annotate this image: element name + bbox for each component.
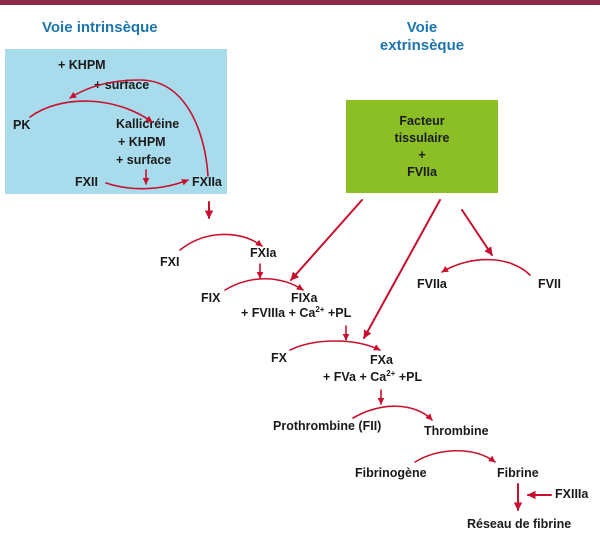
kallikrein-label: Kallicréine xyxy=(116,117,180,131)
arrow-tissue-factor-to-fixa xyxy=(290,199,363,281)
khpm-mid-label: + KHPM xyxy=(118,135,166,149)
tissue-factor-plus: + xyxy=(418,147,426,162)
fixa-label: FIXa xyxy=(291,291,318,305)
calcium-charge-2: 2+ xyxy=(386,369,396,378)
fx-cofactors-text: + FVa + Ca xyxy=(323,370,387,384)
fxi-label: FXI xyxy=(160,255,180,269)
arc-fix-to-fixa xyxy=(224,277,304,291)
calcium-charge: 2+ xyxy=(315,305,325,314)
fix-cofactors-label: + FVIIIa + Ca2+ +PL xyxy=(241,305,352,320)
fxa-label: FXa xyxy=(370,353,393,367)
surface-top-label: + surface xyxy=(94,78,150,92)
fxiiia-label: FXIIIa xyxy=(555,487,589,501)
arc-prothrombin-to-thrombin xyxy=(352,405,433,421)
fxiia-label: FXIIa xyxy=(192,175,222,189)
arc-fxi-to-fxia xyxy=(179,233,263,251)
extrinsic-title-line2: extrinsèque xyxy=(379,37,465,54)
fxia-label: FXIa xyxy=(250,246,277,260)
fibrin-label: Fibrine xyxy=(497,466,539,480)
tissue-factor-line2: tissulaire xyxy=(394,130,450,145)
arrow-tissue-factor-to-fxa xyxy=(363,199,441,339)
tissue-factor-fviia: FVIIa xyxy=(407,164,437,179)
fix-cofactors-text: + FVIIIa + Ca xyxy=(241,306,316,320)
khpm-top-label: + KHPM xyxy=(58,58,106,72)
fix-label: FIX xyxy=(201,291,221,305)
fx-cofactors-label: + FVa + Ca2+ +PL xyxy=(323,369,423,384)
extrinsic-box-text: Facteur tissulaire + FVIIa xyxy=(346,113,498,181)
prothrombin-label: Prothrombine (FII) xyxy=(273,419,382,433)
thrombin-label: Thrombine xyxy=(424,424,489,438)
extrinsic-title-line1: Voie xyxy=(406,19,438,36)
fxii-label: FXII xyxy=(75,175,98,189)
surface-mid-label: + surface xyxy=(116,153,172,167)
arrow-tissue-factor-to-fvii xyxy=(461,209,493,256)
arc-fxiia-to-surface xyxy=(69,79,209,177)
intrinsic-pathway-title: Voie intrinsèque xyxy=(42,19,158,36)
fviia-label: FVIIa xyxy=(417,277,447,291)
fvii-label: FVII xyxy=(538,277,561,291)
arc-pk-to-kallikrein xyxy=(29,100,153,123)
arc-fx-to-fxa xyxy=(289,340,381,351)
tissue-factor-line1: Facteur xyxy=(399,114,445,128)
extrinsic-pathway-box xyxy=(346,100,498,193)
top-bar xyxy=(0,0,600,5)
fx-label: FX xyxy=(271,351,287,365)
fibrin-network-label: Réseau de fibrine xyxy=(467,517,572,531)
extrinsic-pathway-title: Voie extrinsèque xyxy=(372,19,472,55)
arc-fibrinogen-to-fibrin xyxy=(414,449,496,463)
fx-cofactors-pl: +PL xyxy=(395,370,423,384)
intrinsic-pathway-panel xyxy=(5,49,227,194)
fix-cofactors-pl: +PL xyxy=(324,306,352,320)
arc-fvii-to-fviia xyxy=(441,258,531,276)
arc-fxii-to-fxiia xyxy=(105,179,189,190)
pk-label: PK xyxy=(13,118,31,132)
fibrinogen-label: Fibrinogène xyxy=(355,466,427,480)
